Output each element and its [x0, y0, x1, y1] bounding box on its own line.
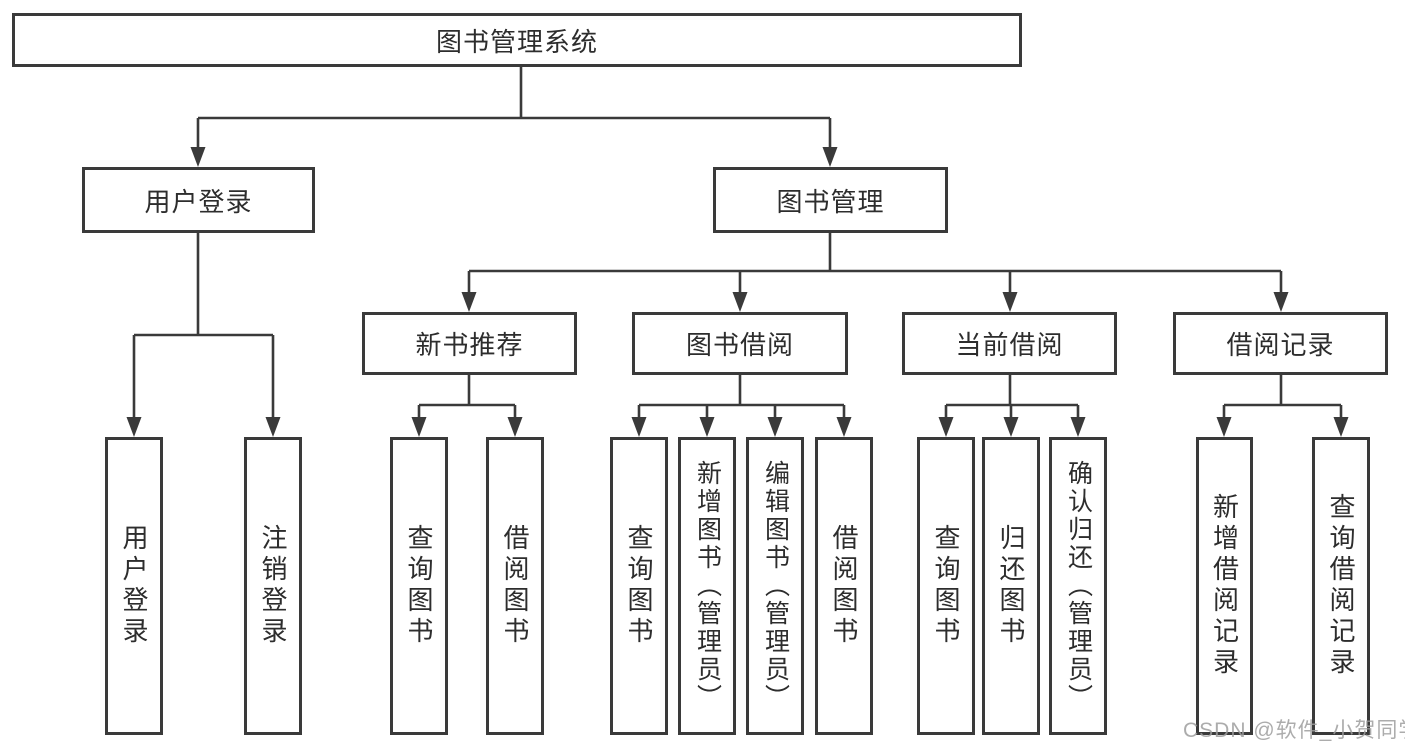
node-borrow-records: 借阅记录 [1173, 312, 1388, 375]
leaf-label: 归还图书 [996, 524, 1026, 648]
leaf-label: 新增图书（管理员） [693, 460, 722, 712]
leaf-query-borrow-record: 查询借阅记录 [1312, 437, 1370, 735]
leaf-label: 查询图书 [931, 524, 961, 648]
leaf-label: 用户登录 [119, 524, 149, 648]
leaf-label: 查询借阅记录 [1326, 493, 1356, 679]
node-library-management-system: 图书管理系统 [12, 13, 1022, 67]
node-label: 图书管理系统 [435, 26, 598, 57]
node-label: 用户登录 [144, 186, 253, 217]
leaf-user-login: 用户登录 [105, 437, 163, 735]
csdn-watermark: CSDN @软件_小贺同学 [1183, 719, 1405, 742]
leaf-label: 确认归还（管理员） [1064, 460, 1093, 712]
leaf-add-borrow-record: 新增借阅记录 [1196, 437, 1253, 735]
leaf-borrow-books: 借阅图书 [815, 437, 873, 735]
node-label: 图书管理 [776, 186, 885, 217]
leaf-label: 编辑图书（管理员） [761, 460, 790, 712]
leaf-query-books-recommend: 查询图书 [390, 437, 448, 735]
leaf-query-books-borrow: 查询图书 [610, 437, 668, 735]
node-label: 当前借阅 [955, 330, 1064, 360]
leaf-label: 借阅图书 [500, 524, 530, 648]
node-book-borrow: 图书借阅 [632, 312, 848, 375]
leaf-query-books-current: 查询图书 [917, 437, 975, 735]
node-new-book-recommend: 新书推荐 [362, 312, 577, 375]
node-label: 图书借阅 [685, 330, 794, 360]
node-book-management: 图书管理 [713, 167, 948, 233]
node-current-borrow: 当前借阅 [902, 312, 1117, 375]
node-user-login: 用户登录 [82, 167, 315, 233]
leaf-label: 查询图书 [404, 524, 434, 648]
node-label: 新书推荐 [415, 330, 524, 360]
leaf-confirm-return-admin: 确认归还（管理员） [1049, 437, 1107, 735]
leaf-label: 注销登录 [258, 524, 288, 648]
leaf-edit-book-admin: 编辑图书（管理员） [746, 437, 804, 735]
leaf-label: 新增借阅记录 [1209, 493, 1240, 679]
leaf-add-book-admin: 新增图书（管理员） [678, 437, 736, 735]
leaf-borrow-books-recommend: 借阅图书 [486, 437, 544, 735]
leaf-return-books: 归还图书 [982, 437, 1040, 735]
node-label: 借阅记录 [1226, 330, 1335, 360]
leaf-label: 借阅图书 [829, 524, 859, 648]
leaf-logout: 注销登录 [244, 437, 302, 735]
leaf-label: 查询图书 [624, 524, 654, 648]
